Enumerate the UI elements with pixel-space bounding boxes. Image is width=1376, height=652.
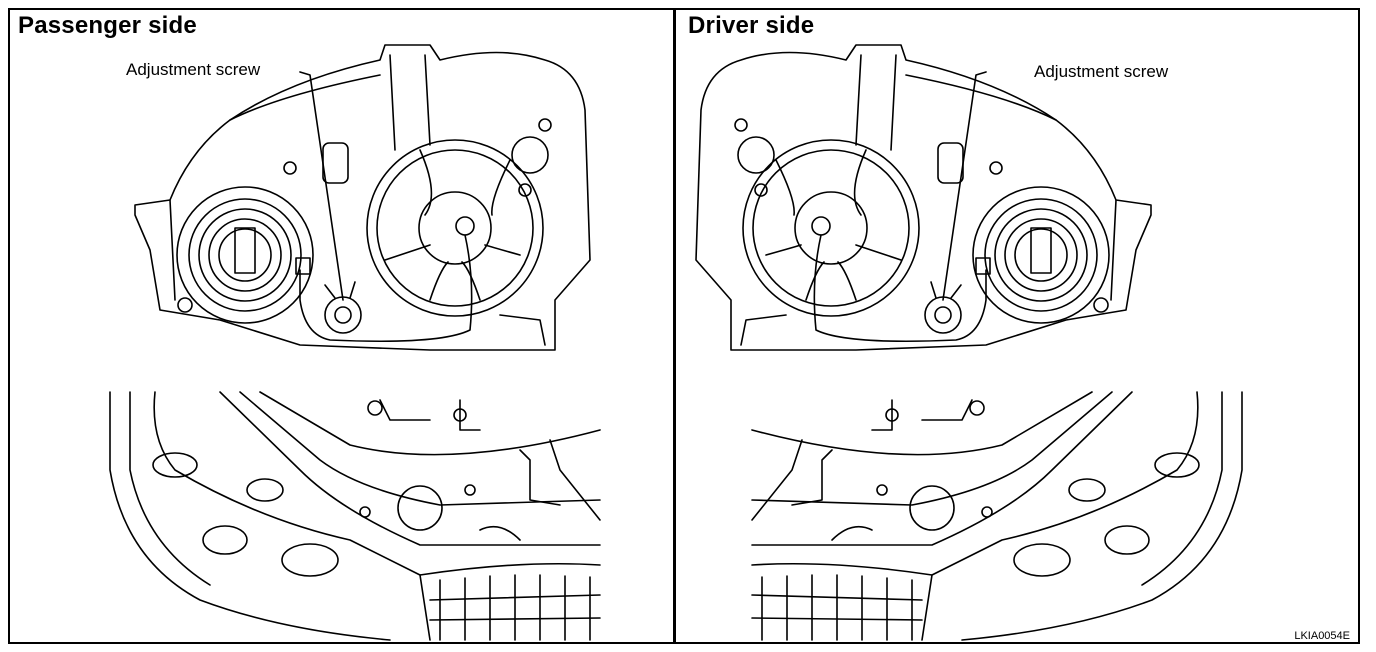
passenger-headlamp-drawing bbox=[134, 44, 591, 351]
driver-side-title: Driver side bbox=[688, 12, 815, 39]
driver-engine-bay-drawing bbox=[751, 391, 1243, 641]
driver-adjustment-screw-label: Adjustment screw bbox=[1034, 62, 1169, 81]
passenger-adjustment-screw-label: Adjustment screw bbox=[126, 60, 261, 79]
figure-frame bbox=[8, 8, 1360, 644]
figure-code: LKIA0054E bbox=[1294, 630, 1350, 642]
panel-divider bbox=[673, 8, 676, 644]
passenger-engine-bay-drawing bbox=[109, 391, 601, 641]
driver-headlamp-drawing bbox=[695, 44, 1152, 351]
passenger-side-title: Passenger side bbox=[18, 12, 197, 39]
